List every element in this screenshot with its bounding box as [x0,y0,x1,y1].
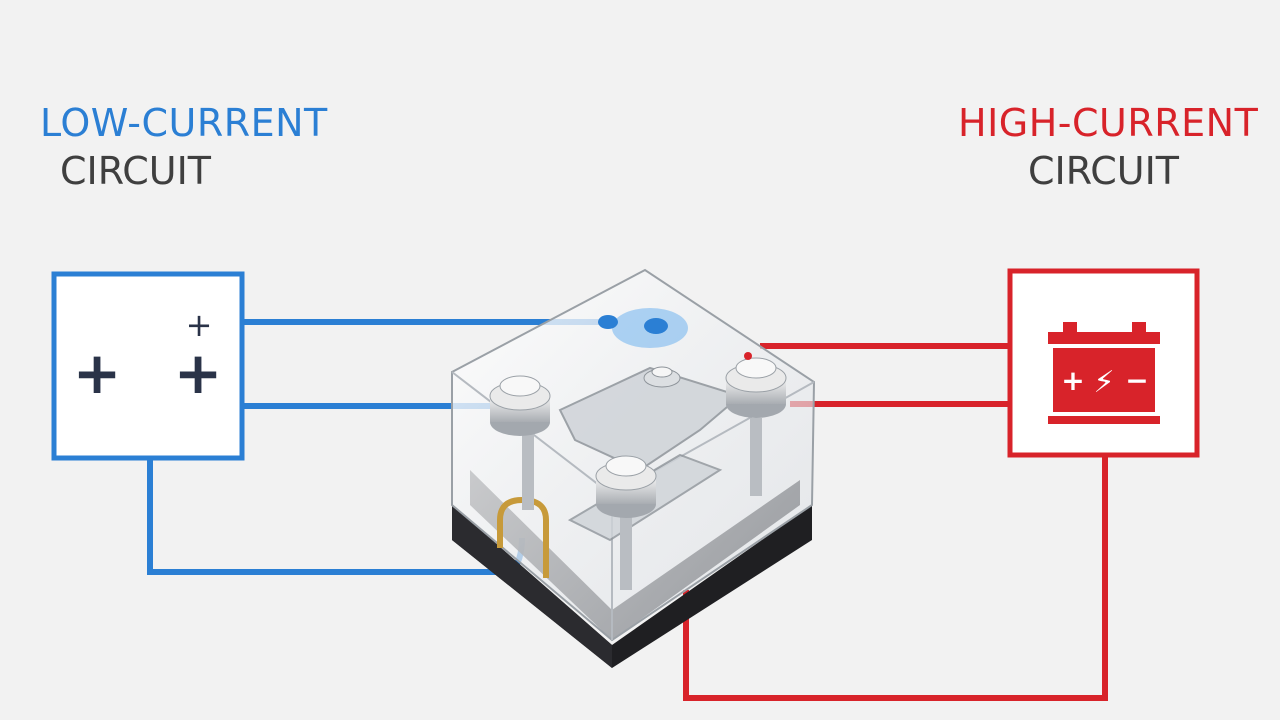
high-current-wiring [683,268,1200,701]
low-current-circuit-label: LOW-CURRENT CIRCUIT [40,104,328,190]
battery-icon [1048,322,1160,424]
armature-plate [558,366,743,472]
high-current-title: HIGH-CURRENT [958,101,1259,145]
low-current-title: LOW-CURRENT [40,101,328,145]
low-current-wiring [51,271,610,575]
terminal-screw-front [595,455,657,518]
relay-device [451,268,816,668]
low-current-subtitle: CIRCUIT [60,149,212,193]
pivot-screw [643,366,681,388]
battery-minus-symbol: − [1125,364,1148,397]
high-current-circuit-label: HIGH-CURRENT CIRCUIT [958,104,1258,190]
battery-bolt-symbol: ⚡ [1093,365,1114,400]
high-current-subtitle: CIRCUIT [1028,149,1180,193]
battery-plus-symbol: + [1061,364,1084,397]
plus-symbol-small: + [186,306,213,344]
low-current-control-box [51,271,245,461]
plus-symbol-right: + [174,339,223,407]
high-wire-bottom [683,455,1108,701]
terminal-screw-left [489,375,551,436]
terminal-screw-right [725,352,787,418]
plus-symbol-left: + [73,339,122,407]
